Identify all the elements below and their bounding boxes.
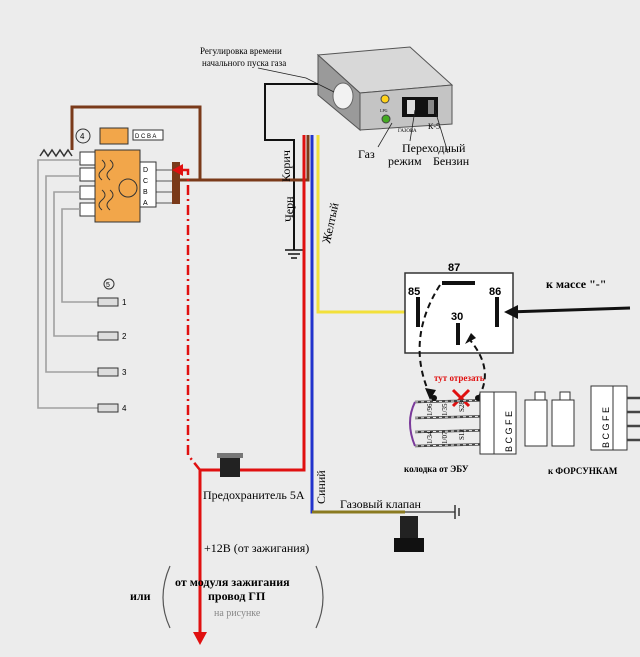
ignition-module-label-2: провод ГП: [208, 589, 266, 603]
ignition-module-label-1: от модуля зажигания: [175, 575, 290, 589]
plug-3-label: 3: [122, 368, 127, 377]
spark-plugs: [97, 297, 119, 413]
timing-adjust-label-1: Регулировка времени: [200, 46, 282, 56]
to-ground-label: к массе "-": [546, 277, 606, 291]
fuse-icon: [217, 453, 243, 477]
black-wire: [264, 83, 318, 250]
plug-1-label: 1: [122, 298, 127, 307]
coil-pins-label: D C B A: [135, 134, 156, 140]
coil-connector-icon: [75, 127, 164, 145]
switch-brand: ГАЗОВА: [398, 129, 417, 134]
coil-tap-terminal: [172, 162, 180, 204]
switch-model: К-5: [428, 122, 440, 131]
injector-plug-letters: B C G F E: [601, 407, 611, 448]
yellow-wire: [316, 135, 413, 314]
timing-adjust-knob: [332, 82, 354, 110]
lpg-indicator-yellow: [380, 94, 390, 104]
plug-4-label: 4: [122, 404, 127, 413]
wire-brown-label: Корич: [279, 150, 293, 182]
ground-symbol: [285, 249, 303, 259]
fuse-label: Предохранитель 5А: [203, 488, 305, 502]
coil-number-4: 4: [80, 132, 85, 141]
coil-pin-c: C: [143, 178, 148, 185]
cut-here-label: тут отрезать: [434, 373, 485, 383]
plug-2-label: 2: [122, 332, 127, 341]
red-wire: [198, 135, 306, 636]
relay-pin-30: 30: [451, 311, 463, 323]
cut-cross-icon: [451, 388, 471, 408]
bracket-right: [315, 565, 324, 629]
relay-87-dashed-link: [418, 284, 441, 396]
ecu-connector-label: колодка от ЭБУ: [404, 464, 469, 474]
gas-valve-label: Газовый клапан: [340, 497, 422, 511]
to-injectors-label: к ФОРСУНКАМ: [548, 466, 618, 476]
coil-pin-b: B: [143, 189, 148, 196]
brown-wire: [70, 105, 310, 182]
wire-yellow-label: Желтый: [319, 201, 341, 245]
or-label: или: [130, 589, 151, 603]
lpg-indicator-green: [381, 114, 391, 124]
mode-transition-label-1: Переходный: [402, 141, 466, 155]
relay-pin-86: 86: [489, 286, 501, 298]
wire-code-6: S12: [458, 429, 466, 440]
gas-valve-icon: [394, 505, 460, 552]
relay-pin-87: 87: [448, 262, 460, 274]
injector-plug: [590, 385, 640, 451]
mode-gas-label: Газ: [358, 147, 375, 161]
bracket-left: [162, 565, 171, 629]
wire-blue-label: Синий: [314, 470, 328, 504]
mode-transition-label-2: режим: [388, 154, 422, 168]
ignition-module-wire: [183, 168, 201, 471]
ecu-plug-letters: B C G F E: [504, 411, 514, 452]
wire-code-3: 1/34: [426, 431, 434, 444]
wire-code-1: 1/96: [426, 403, 434, 416]
wire-black-label: Черн: [282, 196, 296, 222]
ecu-plug: [479, 391, 517, 455]
ignition-module-label-3: на рисунке: [214, 608, 261, 619]
spark-plug-leads: [37, 159, 98, 409]
wire-code-5: S28: [458, 401, 466, 412]
blue-wire: [310, 135, 395, 514]
relay: [404, 272, 514, 354]
injector-adapter: [524, 391, 575, 447]
mode-petrol-label: Бензин: [433, 154, 470, 168]
coil-spring-icon: [39, 148, 73, 158]
lpg-label: LPG: [380, 108, 388, 113]
ignition-coil: [79, 149, 157, 223]
timing-adjust-label-2: начального пуска газа: [202, 58, 286, 68]
plus12v-label: +12В (от зажигания): [204, 541, 309, 555]
relay-pin-85: 85: [408, 286, 420, 298]
ground-wire: [507, 306, 631, 314]
wire-code-2: 1/35: [441, 403, 449, 416]
gas-switch-box: LPG ГАЗОВА К-5: [316, 46, 454, 134]
plug-number-5: 5: [106, 282, 110, 289]
coil-pin-a: A: [143, 200, 148, 207]
coil-pin-d: D: [143, 167, 148, 174]
wire-code-4: 1/07: [441, 431, 449, 444]
